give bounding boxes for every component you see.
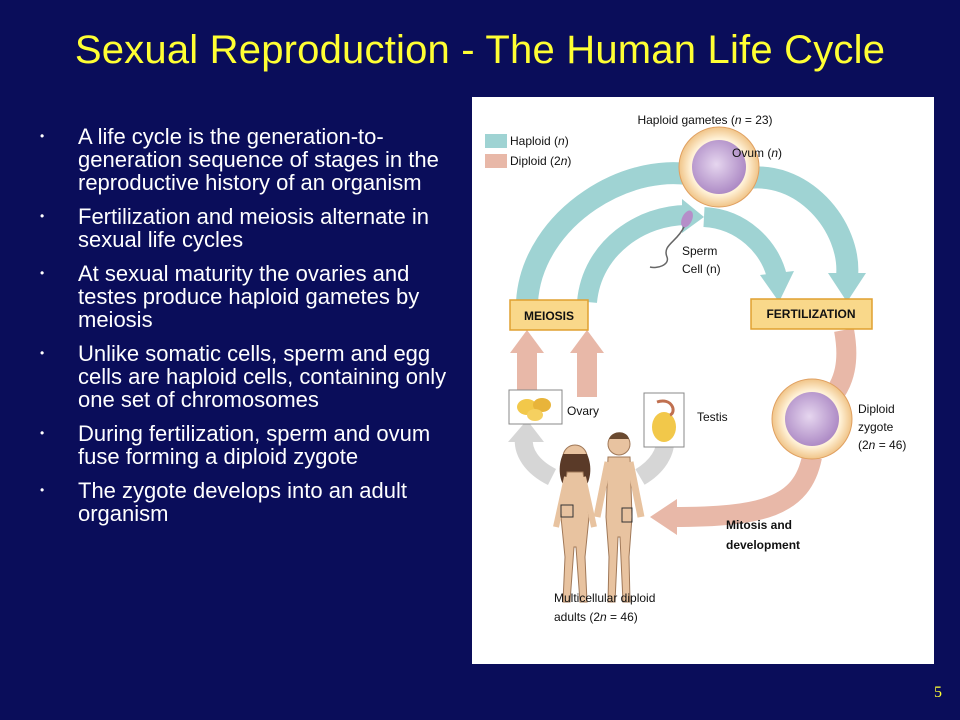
bullet-item: • At sexual maturity the ovaries and test… [40, 262, 465, 331]
fertilization-box [750, 298, 873, 330]
gray-arrowhead-ovary [508, 420, 544, 442]
testis-label: Testis [697, 410, 728, 424]
meiosis-label: MEIOSIS [524, 309, 574, 323]
bullet-list: • A life cycle is the generation-to-gener… [40, 125, 465, 536]
inner-haploid-arc-left [577, 205, 688, 304]
sperm-label-line2: Cell (n) [682, 262, 721, 276]
legend-diploid-swatch [485, 154, 507, 168]
male-hair [609, 432, 629, 439]
bullet-dot: • [40, 426, 45, 440]
haploid-gametes-label: Haploid gametes (n = 23) [637, 113, 772, 127]
diploid-arrowhead-meiosis-right [570, 330, 604, 353]
bullet-text: At sexual maturity the ovaries and teste… [78, 261, 420, 332]
bullet-dot: • [40, 209, 45, 223]
life-cycle-diagram: Haploid (n) Diploid (2n) [472, 97, 934, 664]
male-arm-left [593, 461, 612, 518]
bullet-text: Unlike somatic cells, sperm and egg cell… [78, 341, 447, 412]
bullet-item: • Fertilization and meiosis alternate in … [40, 205, 465, 251]
outer-haploid-arc-right [739, 166, 859, 279]
ovum-label: Ovum (n) [732, 146, 782, 160]
mitosis-label-line2: development [726, 538, 800, 552]
ovary-shape-3 [527, 409, 543, 421]
bullet-dot: • [40, 129, 45, 143]
fertilization-label: FERTILIZATION [766, 307, 855, 321]
bullet-text: The zygote develops into an adult organi… [78, 478, 408, 526]
sperm-head [681, 210, 693, 228]
zygote-label-line1: Diploid [858, 402, 895, 416]
female-ovary-marker [560, 504, 574, 518]
ovary-shape-2 [533, 398, 551, 412]
bullet-item: • During fertilization, sperm and ovum fu… [40, 422, 465, 468]
bullet-item: • The zygote develops into an adult organ… [40, 479, 465, 525]
legend-diploid-label: Diploid (2n) [510, 154, 571, 168]
page-number: 5 [934, 684, 942, 701]
slide-title: Sexual Reproduction - The Human Life Cyc… [74, 28, 886, 72]
male-arm-right [626, 461, 645, 518]
sperm-tail [649, 226, 685, 269]
adults-label-line2: adults (2n = 46) [554, 610, 638, 624]
ovum-cell-nucleus [692, 140, 746, 194]
bullet-text: Fertilization and meiosis alternate in s… [78, 204, 429, 252]
meiosis-box [509, 299, 589, 331]
bullet-dot: • [40, 483, 45, 497]
life-cycle-svg: Haploid (n) Diploid (2n) [485, 113, 906, 624]
male-body [605, 456, 633, 603]
female-arm-left [553, 476, 570, 528]
diploid-arrowhead-meiosis-left [510, 330, 544, 353]
zygote-label-line2: zygote [858, 420, 894, 434]
male-testis-marker [621, 507, 633, 523]
bullet-dot: • [40, 346, 45, 360]
diploid-arc-zygote-to-adults [671, 454, 822, 527]
zygote-label-line3: (2n = 46) [858, 438, 906, 452]
bullet-text: A life cycle is the generation-to-genera… [78, 124, 439, 195]
bullet-item: • Unlike somatic cells, sperm and egg cel… [40, 342, 465, 411]
ovary-label: Ovary [567, 404, 599, 418]
inner-haploid-arc-right [702, 207, 787, 280]
legend-haploid-label: Haploid (n) [510, 134, 569, 148]
testis-shape [652, 412, 676, 442]
male-figure [593, 432, 645, 603]
diploid-arrowhead-adults [650, 499, 677, 535]
legend-haploid-swatch [485, 134, 507, 148]
female-arm-right [580, 476, 597, 528]
bullet-item: • A life cycle is the generation-to-gener… [40, 125, 465, 194]
adults-label-line1: Multicellular diploid [554, 591, 655, 605]
bullet-dot: • [40, 266, 45, 280]
bullet-text: During fertilization, sperm and ovum fus… [78, 421, 431, 469]
sperm-label-line1: Sperm [682, 244, 717, 258]
inner-haploid-arrowhead-right [760, 271, 794, 302]
female-figure [553, 444, 597, 603]
outer-haploid-arrowhead-right [828, 273, 866, 302]
mitosis-label-line1: Mitosis and [726, 518, 792, 532]
zygote-cell-nucleus [785, 392, 839, 446]
outer-haploid-arc-left [516, 162, 706, 304]
gray-arrow-to-ovary [514, 435, 557, 486]
testis-duct [656, 399, 675, 417]
